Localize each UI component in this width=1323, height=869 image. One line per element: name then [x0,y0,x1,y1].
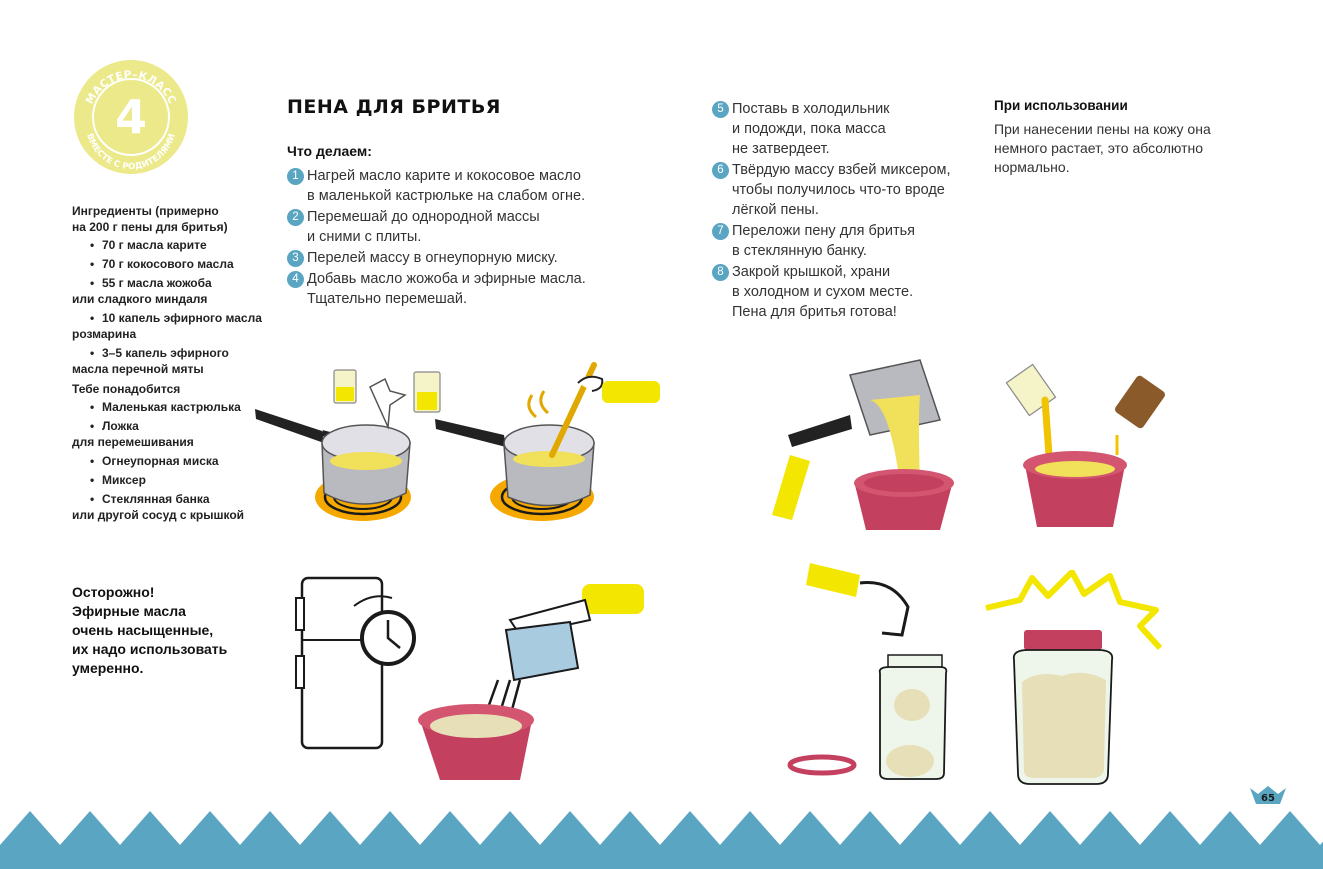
warning-line: их надо использовать [72,641,228,657]
page-number-badge: 65 [1250,786,1286,804]
item-text: Стеклянная банка [102,492,210,506]
tools-block: Тебе понадобится Маленькая кастрюлька Ло… [72,381,287,526]
illustration-stirring-pan [435,362,660,521]
step-text: в холодном и сухом месте. [732,284,914,300]
ingredients-heading-line1: Ингредиенты (примерно [72,204,219,218]
step-text: Переложи пену для бритья [732,223,916,239]
item-text-cont: или сладкого миндаля [72,292,208,306]
illustration-finished-jar [985,570,1163,785]
glass-icon [413,371,441,413]
item-text: Ложка [102,419,139,433]
bottom-wave-decoration [0,811,1323,869]
list-item: 55 г масла жожоба или сладкого миндаля [72,275,282,307]
step-text: в маленькой кастрюльке на слабом огне. [307,188,586,204]
list-item: 70 г масла карите [72,237,282,253]
ingredients-list: 70 г масла карите 70 г кокосового масла … [72,237,282,377]
list-item: 3–5 капель эфирного масла перечной мяты [72,345,282,377]
item-text: 55 г масла жожоба [102,276,212,290]
step-number: 4 [287,271,304,288]
tools-heading: Тебе понадобится [72,382,181,396]
step-text: Добавь масло жожоба и эфирные масла. [307,271,586,287]
item-text: 70 г кокосового масла [102,257,234,271]
step-text: Пена для бритья готова! [732,304,897,320]
illustration-melting-pan [255,369,411,521]
badge-number: 4 [115,90,147,144]
ingredients-heading: Ингредиенты (примерно на 200 г пены для … [72,203,282,235]
illustration-pouring-bowl [772,359,954,530]
warning-note: Осторожно! Эфирные масла очень насыщенны… [72,583,292,678]
item-text: Миксер [102,473,146,487]
step-text: Закрой крышкой, храни [732,264,891,280]
page-number: 65 [1261,793,1275,804]
step-number: 2 [287,209,304,226]
illustration-adding-oils [1005,363,1165,527]
step-text: чтобы получилось что-то вроде [732,182,945,198]
step-number: 6 [712,162,729,179]
illustration-jar-filling [787,563,948,780]
ingredients-heading-line2: на 200 г пены для бритья) [72,220,228,234]
item-text: Огнеупорная миска [102,454,219,468]
list-item: 10 капель эфирного масла розмарина [72,310,282,342]
item-text: Маленькая кастрюлька [102,400,241,414]
usage-line: При нанесении пены на кожу она [994,121,1211,137]
step-text: и подожди, пока масса [732,121,886,137]
list-item: Миксер [72,472,287,488]
item-text: 70 г масла карите [102,238,207,252]
step-number: 5 [712,101,729,118]
usage-line: немного растает, это абсолютно [994,140,1204,156]
tools-list: Маленькая кастрюлька Ложка для перемешива… [72,399,287,523]
usage-line: нормально. [994,159,1070,175]
list-item: Огнеупорная миска [72,453,287,469]
illustration-fridge-clock [295,576,416,750]
step-text: Перелей массу в огнеупорную миску. [307,250,558,266]
step-number: 3 [287,250,304,267]
step-text: Поставь в холодильник [732,101,890,117]
list-item: Ложка для перемешивания [72,418,287,450]
item-text-cont: розмарина [72,327,137,341]
step-text: не затвердеет. [732,141,830,157]
steps-subtitle: Что делаем: [287,143,372,159]
page-title: ПЕНА ДЛЯ БРИТЬЯ [287,96,501,118]
step-text: Твёрдую массу взбей миксером, [732,162,951,178]
master-class-badge: МАСТЕР–КЛАСС ВМЕСТЕ С РОДИТЕЛЯМИ 4 [74,60,188,174]
illustration-mixer [418,584,644,780]
step-number: 7 [712,223,729,240]
item-text-cont: масла перечной мяты [72,362,204,376]
list-item: Маленькая кастрюлька [72,399,287,415]
step-text: Нагрей масло карите и кокосовое масло [307,168,581,184]
warning-line: Осторожно! [72,584,155,600]
ingredients-block: Ингредиенты (примерно на 200 г пены для … [72,203,282,380]
list-item: Стеклянная банка или другой сосуд с крышк… [72,491,287,523]
warning-line: очень насыщенные, [72,622,214,638]
step-text: Перемешай до однородной массы [307,209,540,225]
usage-heading: При использовании [994,98,1128,113]
step-text: в стеклянную банку. [732,243,867,259]
warning-line: умеренно. [72,660,144,676]
warning-line: Эфирные масла [72,603,186,619]
step-text: лёгкой пены. [732,202,819,218]
step-number: 8 [712,264,729,281]
item-text: 10 капель эфирного масла [102,311,262,325]
item-text-cont: или другой сосуд с крышкой [72,508,245,522]
item-text-cont: для перемешивания [72,435,194,449]
step-text: Тщательно перемешай. [307,291,467,307]
list-item: 70 г кокосового масла [72,256,282,272]
step-text: и сними с плиты. [307,229,422,245]
step-number: 1 [287,168,304,185]
usage-text: При нанесении пены на кожу она немного р… [994,120,1234,177]
item-text: 3–5 капель эфирного [102,346,229,360]
